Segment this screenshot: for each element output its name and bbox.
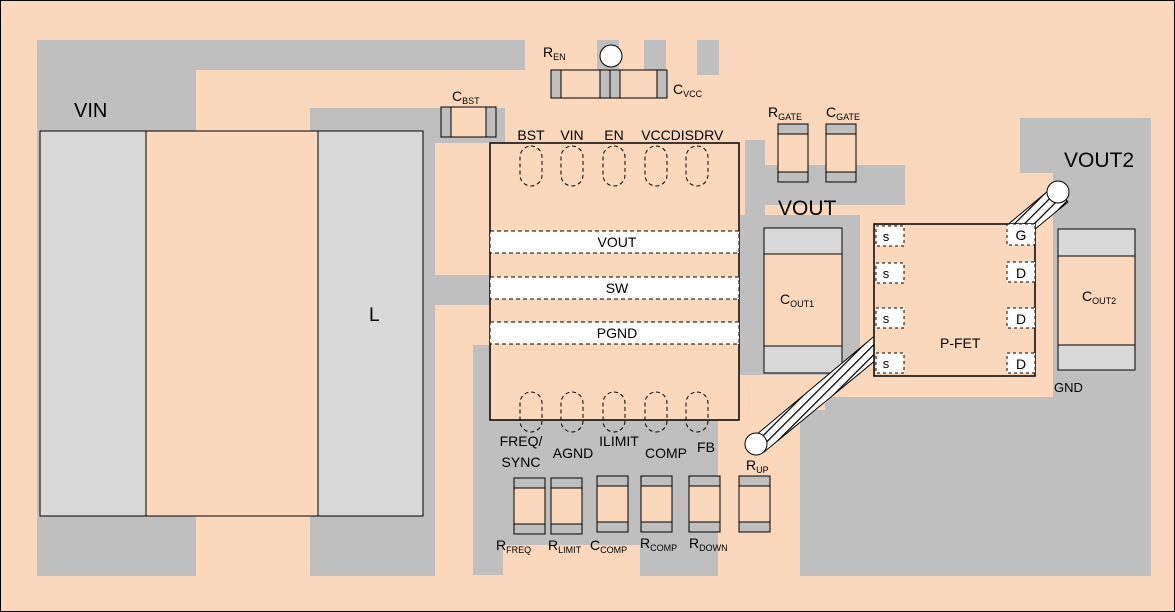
ic-top-pin-label: VCC bbox=[641, 127, 671, 143]
ref-designator-r-freq: RFREQ bbox=[496, 537, 531, 555]
p-fet-source-pin bbox=[875, 225, 905, 247]
p-fet-drain-label: D bbox=[1016, 265, 1026, 281]
ic-top-pin-label: EN bbox=[604, 127, 623, 143]
ref-designator-r-down: RDOWN bbox=[689, 535, 728, 553]
ref-designator-r-limit: RLIMIT bbox=[548, 537, 582, 555]
ref-designator-c-bst: CBST bbox=[452, 88, 480, 106]
passive-terminal bbox=[596, 521, 629, 533]
passive-terminal bbox=[688, 521, 721, 533]
passive-terminal bbox=[738, 475, 771, 487]
passive-terminal bbox=[550, 477, 583, 489]
r-en-component bbox=[550, 69, 611, 99]
passive-terminal bbox=[640, 475, 673, 487]
p-fet-source-pin bbox=[875, 352, 905, 374]
p-fet-drain-label: D bbox=[1016, 311, 1026, 327]
ref-designator-r-gate: RGATE bbox=[768, 104, 802, 122]
ic-bottom-pin bbox=[519, 391, 543, 433]
p-fet-drain-pin bbox=[1006, 261, 1036, 283]
p-fet bbox=[873, 223, 1036, 377]
ref-designator-c-gate: CGATE bbox=[826, 104, 860, 122]
ref-designator-r-en: REN bbox=[543, 44, 566, 62]
inductor-label: L bbox=[369, 305, 380, 326]
ic-top-pin bbox=[519, 145, 543, 187]
ic-top-pin bbox=[644, 145, 668, 187]
ic-bottom-pin bbox=[685, 391, 709, 433]
p-fet-source-pin bbox=[875, 307, 905, 329]
ic-bottom-pin-label: COMP bbox=[645, 445, 687, 461]
passive-terminal bbox=[550, 523, 583, 535]
passive-terminal bbox=[513, 477, 546, 489]
ic-exposed-pads: VOUT SW PGND bbox=[489, 230, 740, 345]
ic-pad bbox=[489, 230, 740, 254]
inductor-l bbox=[39, 130, 424, 517]
p-fet-gate-label: G bbox=[1016, 227, 1027, 243]
p-fet-drain-pin bbox=[1006, 307, 1036, 329]
via-fb bbox=[744, 432, 768, 456]
p-fet-drain-pin bbox=[1006, 352, 1036, 374]
ic-top-pin-label: DISDRV bbox=[671, 127, 724, 143]
vout2-label: VOUT2 bbox=[1064, 149, 1134, 172]
ic-bottom-pin-label: FREQ/ bbox=[500, 433, 543, 449]
ic-top-pin-label: BST bbox=[517, 127, 545, 143]
ic-bottom-pins: FREQ/SYNC AGND ILIMIT COMP FB bbox=[500, 391, 715, 470]
p-fet-pins: s s s s G D D D bbox=[875, 223, 1036, 374]
ref-designator-c-comp: CCOMP bbox=[590, 537, 627, 555]
ic-pad-label: VOUT bbox=[598, 234, 637, 250]
p-fet-source-pin bbox=[875, 262, 905, 284]
ic-bottom-pin-label-line2: SYNC bbox=[502, 454, 541, 470]
ic-bottom-pin-label: ILIMIT bbox=[599, 433, 639, 449]
p-fet-label: P-FET bbox=[940, 335, 981, 351]
passive-terminal bbox=[596, 475, 629, 487]
ic-top-pin bbox=[560, 145, 584, 187]
p-fet-drain-label: D bbox=[1016, 356, 1026, 372]
via-vout2 bbox=[1046, 180, 1070, 204]
passive-terminal bbox=[513, 523, 546, 535]
passive-terminal bbox=[738, 521, 771, 533]
passive-terminal bbox=[640, 521, 673, 533]
c-vcc-component bbox=[609, 69, 668, 99]
p-fet-source-label: s bbox=[883, 266, 890, 281]
ref-designator-r-up: RUP bbox=[746, 457, 769, 475]
ref-designator-r-comp: RCOMP bbox=[640, 535, 677, 553]
p-fet-gate-pin bbox=[1006, 223, 1036, 246]
ic-pad bbox=[489, 276, 740, 300]
ref-designator-c-vcc: CVCC bbox=[673, 81, 703, 99]
ic-bottom-pin-label: AGND bbox=[553, 445, 593, 461]
p-fet-source-label: s bbox=[883, 229, 890, 244]
p-fet-source-label: s bbox=[883, 356, 890, 371]
bottom-passives bbox=[513, 475, 771, 535]
ic-bottom-pin bbox=[602, 391, 626, 433]
ic-pad-label: SW bbox=[606, 280, 629, 296]
ic-top-pin bbox=[685, 145, 709, 187]
via-en bbox=[599, 44, 623, 68]
ic-pad bbox=[489, 321, 740, 345]
vin-label: VIN bbox=[74, 100, 107, 122]
ic-bottom-pin bbox=[560, 391, 584, 433]
ic-pad-label: PGND bbox=[597, 325, 637, 341]
c-out2-component bbox=[1057, 228, 1136, 371]
vout-label: VOUT bbox=[778, 197, 837, 220]
ic-bottom-pin bbox=[644, 391, 668, 433]
ic-bottom-pin-label: FB bbox=[697, 439, 715, 455]
ref-designator-c-out2: COUT2 bbox=[1082, 288, 1116, 306]
ic-top-pin bbox=[602, 145, 626, 187]
passive-terminal bbox=[688, 475, 721, 487]
r-gate-component bbox=[777, 123, 809, 183]
ref-designator-c-out1: COUT1 bbox=[780, 291, 814, 309]
c-bst-component bbox=[440, 106, 497, 138]
c-gate-component bbox=[825, 123, 857, 183]
ic-top-pin-label: VIN bbox=[560, 127, 583, 143]
p-fet-source-label: s bbox=[883, 311, 890, 326]
c-out1-component bbox=[763, 227, 843, 374]
gnd-label: GND bbox=[1054, 380, 1083, 395]
